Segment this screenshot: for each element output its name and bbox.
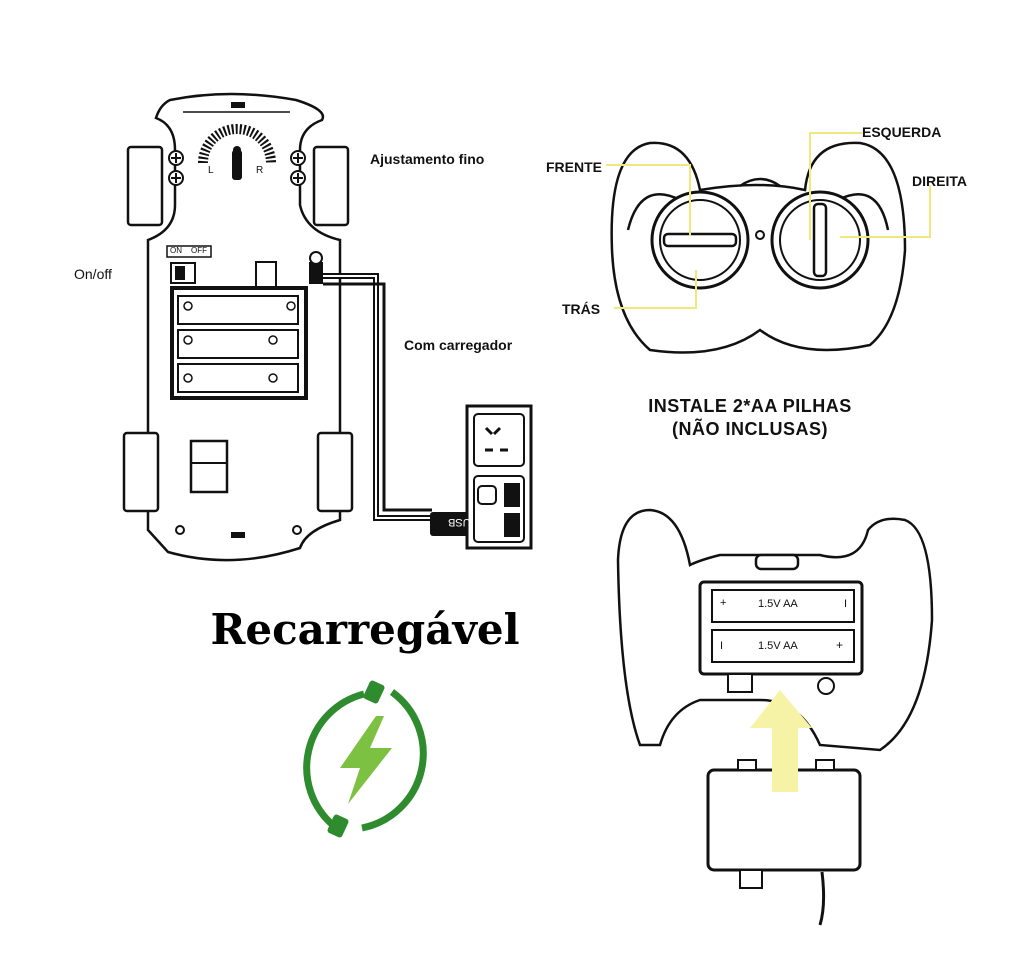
label-on-off: On/off xyxy=(74,266,112,282)
front-slot xyxy=(231,102,245,108)
battery-1-label: 1.5V AA xyxy=(758,598,798,610)
callout-lines xyxy=(606,132,931,309)
battery-2-minus: I xyxy=(720,640,724,652)
rechargeable-title: Recarregável xyxy=(210,605,520,654)
remote-control-top xyxy=(610,141,907,354)
car-wheels xyxy=(122,145,354,513)
battery-2-label: 1.5V AA xyxy=(758,640,798,652)
on-off-switch xyxy=(166,245,212,284)
battery-2-plus: + xyxy=(836,638,844,652)
switch-off-text: OFF xyxy=(191,246,207,255)
insert-arrow xyxy=(750,690,812,792)
dial-left-letter: L xyxy=(208,165,214,176)
switch-on-text: ON xyxy=(170,246,182,255)
dial-right-letter: R xyxy=(256,165,264,176)
label-with-charger: Com carregador xyxy=(404,337,513,353)
battery-1-minus: I xyxy=(844,598,848,610)
usb-text: USB xyxy=(448,516,471,528)
label-left: ESQUERDA xyxy=(862,124,942,140)
label-forward: FRENTE xyxy=(546,159,602,175)
label-fine-adjust: Ajustamento fino xyxy=(370,151,485,167)
fine-adjust-dial xyxy=(198,124,276,180)
install-line-1: INSTALE 2*AA PILHAS xyxy=(648,396,852,416)
battery-1-plus: + xyxy=(720,597,727,609)
label-backward: TRÁS xyxy=(562,301,601,317)
front-screws xyxy=(168,150,306,186)
usb-charging-cable xyxy=(309,251,432,521)
remote-control-bottom xyxy=(616,508,934,926)
label-right: DIREITA xyxy=(912,173,967,189)
install-line-2: (NÃO INCLUSAS) xyxy=(672,419,828,439)
charging-icon xyxy=(303,680,427,838)
car-battery-compartment xyxy=(170,286,308,400)
install-batteries-note: INSTALE 2*AA PILHAS (NÃO INCLUSAS) xyxy=(620,395,880,441)
rear-slot xyxy=(231,532,245,538)
power-socket-panel xyxy=(465,404,533,550)
